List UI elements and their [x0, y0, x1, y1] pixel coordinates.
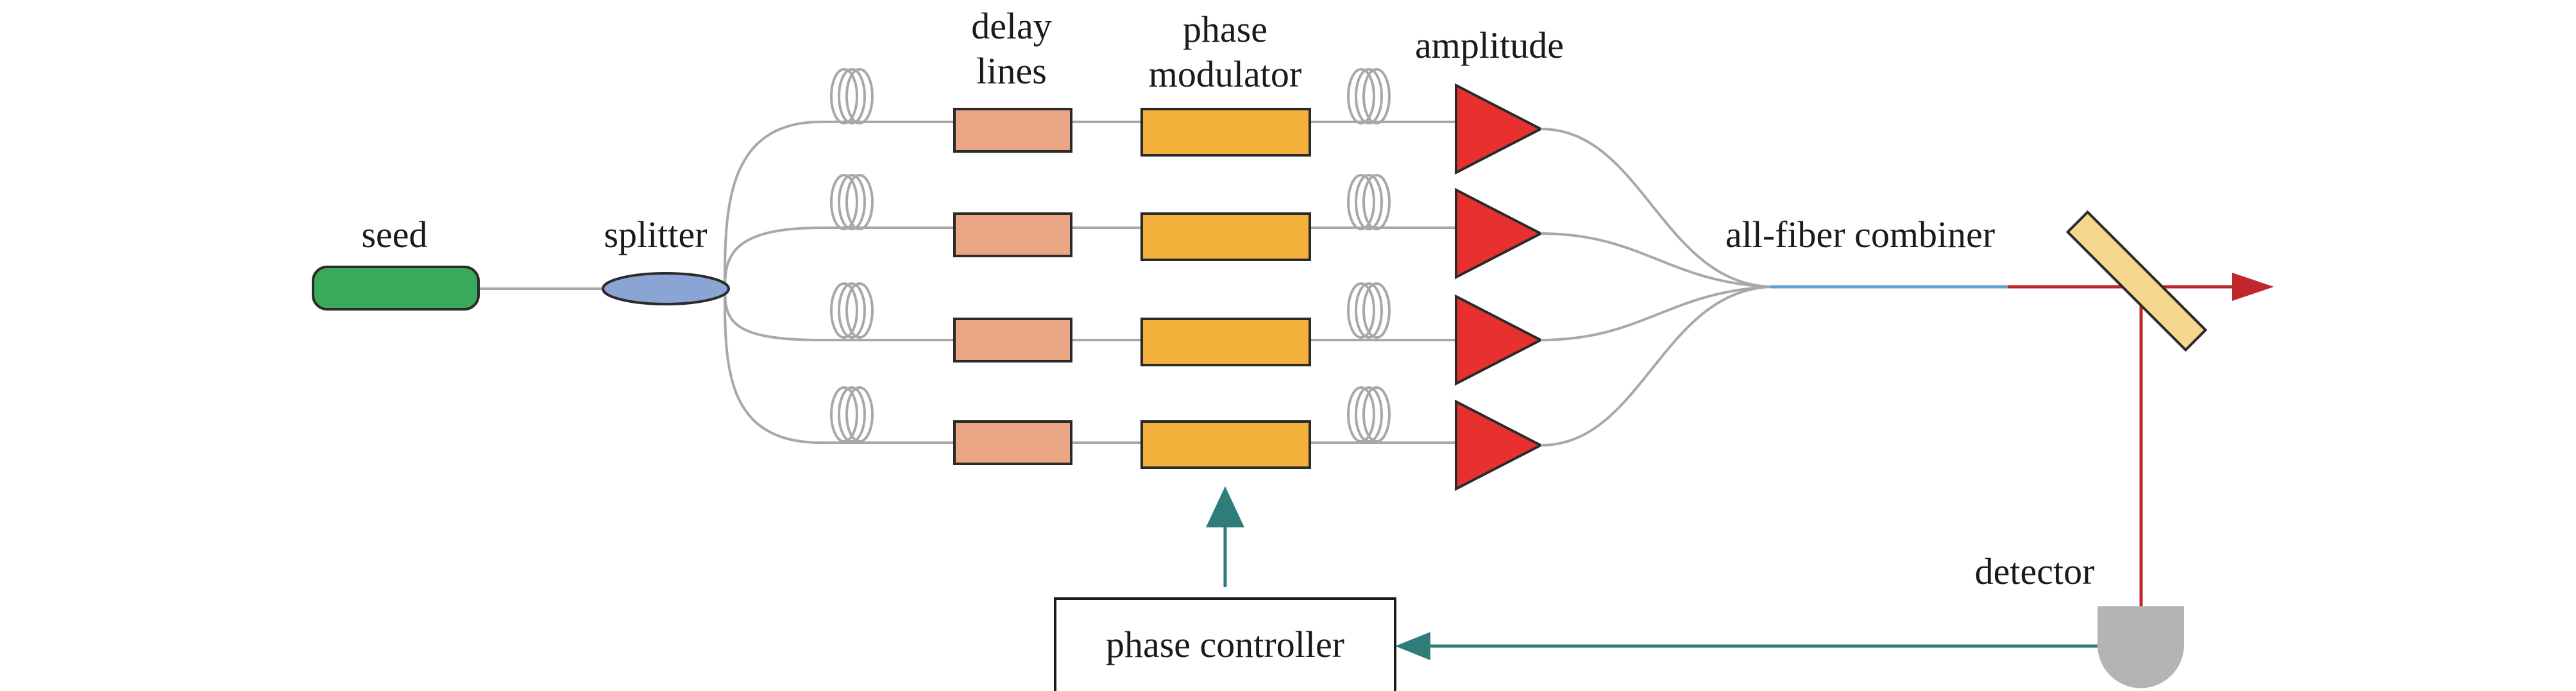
feedback-arrow-head [1395, 632, 1430, 660]
phase-modulator-4 [1140, 420, 1311, 469]
fiber-coil-right-3 [1347, 282, 1391, 339]
amplifier-3 [1455, 294, 1544, 386]
control-arrow-head [1206, 486, 1244, 527]
beam-splitter-mirror [2065, 210, 2208, 352]
fiber-coil-left-4 [830, 386, 874, 443]
combiner-input-1 [1540, 128, 1771, 288]
combiner-input-3 [1540, 286, 1771, 341]
detector [2097, 606, 2184, 688]
fiber-coil-right-4 [1347, 386, 1391, 443]
fiber-coil-left-1 [830, 68, 874, 124]
seed-laser [312, 266, 480, 311]
amplifier-4 [1455, 399, 1544, 491]
amplifier-1 [1455, 83, 1544, 175]
splitter-branch-1 [724, 121, 822, 289]
delay-lines-label-line2: lines [976, 50, 1047, 92]
seed-label: seed [361, 214, 427, 255]
output-arrow-head [2232, 273, 2274, 301]
delay-lines-label-line1: delay [971, 5, 1052, 47]
fiber-coil-left-2 [830, 174, 874, 230]
fiber-coil-right-1 [1347, 68, 1391, 124]
splitter-branch-3 [724, 288, 822, 341]
phase-modulator-label-line1: phase [1183, 8, 1267, 50]
delay-line-4 [953, 420, 1072, 465]
delay-line-1 [953, 108, 1072, 153]
splitter [602, 272, 730, 305]
combiner-label: all-fiber combiner [1725, 214, 1995, 255]
amplitude-label: amplitude [1415, 24, 1564, 66]
splitter-branch-4 [724, 288, 822, 444]
splitter-branch-2 [724, 226, 822, 289]
phase-modulator-1 [1140, 108, 1311, 157]
splitter-label: splitter [604, 214, 707, 255]
fiber-coil-left-3 [830, 282, 874, 339]
combiner-input-2 [1540, 232, 1771, 288]
phase-controller [1054, 597, 1396, 691]
delay-line-2 [953, 212, 1072, 257]
phase-modulator-3 [1140, 318, 1311, 366]
phase-modulator-label-line2: modulator [1149, 53, 1301, 95]
amplifier-2 [1455, 187, 1544, 280]
fiber-coil-right-2 [1347, 174, 1391, 230]
phase-modulator-2 [1140, 212, 1311, 261]
delay-line-3 [953, 318, 1072, 363]
phase-controller-label: phase controller [1106, 624, 1344, 665]
combiner-input-4 [1540, 286, 1771, 447]
detector-label: detector [1975, 550, 2095, 592]
channel-fibers [821, 121, 1455, 444]
